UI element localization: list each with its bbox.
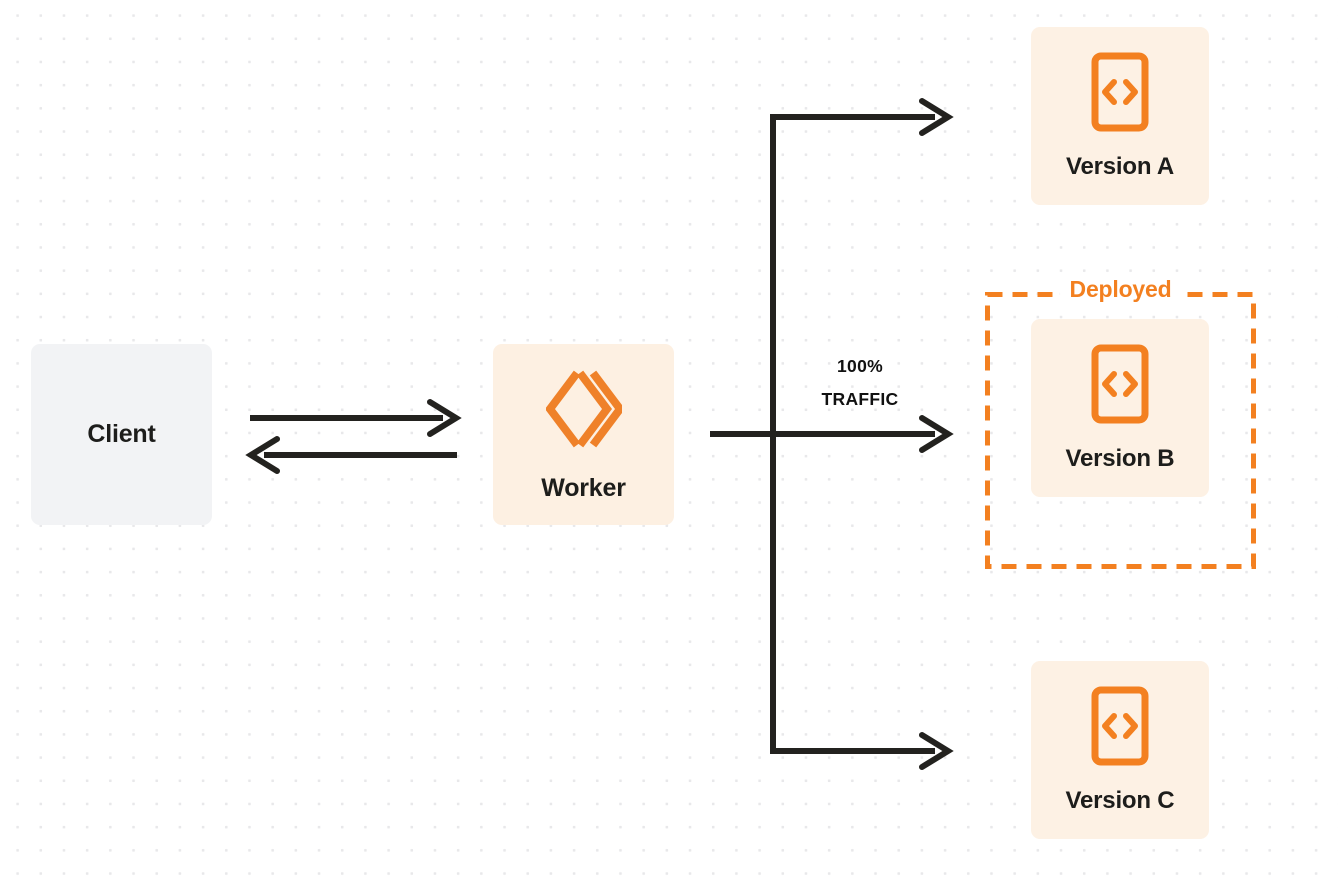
edge-worker-trunk bbox=[710, 117, 776, 751]
cloudflare-workers-logo-icon bbox=[544, 367, 625, 456]
node-version-c[interactable]: Version C bbox=[1031, 661, 1209, 839]
edge-worker-to-client bbox=[245, 436, 457, 474]
traffic-percent-value: 100% bbox=[837, 356, 883, 376]
version-c-label: Version C bbox=[1065, 786, 1175, 814]
node-client[interactable]: Client bbox=[31, 344, 212, 525]
version-b-label: Version B bbox=[1065, 444, 1175, 472]
node-version-b[interactable]: Version B bbox=[1031, 319, 1209, 497]
traffic-word: TRAFFIC bbox=[821, 389, 899, 410]
worker-label: Worker bbox=[541, 473, 626, 502]
code-file-icon bbox=[1090, 686, 1150, 771]
edge-client-to-worker bbox=[250, 399, 462, 437]
node-worker[interactable]: Worker bbox=[493, 344, 674, 525]
traffic-percentage-label: 100% TRAFFIC bbox=[790, 350, 930, 417]
node-version-a[interactable]: Version A bbox=[1031, 27, 1209, 205]
version-a-label: Version A bbox=[1065, 152, 1175, 180]
code-file-icon bbox=[1090, 344, 1150, 429]
edge-to-version-c bbox=[770, 732, 954, 770]
client-label: Client bbox=[87, 420, 156, 448]
edge-to-version-b bbox=[770, 415, 954, 453]
code-file-icon bbox=[1090, 52, 1150, 137]
edge-to-version-a bbox=[770, 98, 954, 136]
